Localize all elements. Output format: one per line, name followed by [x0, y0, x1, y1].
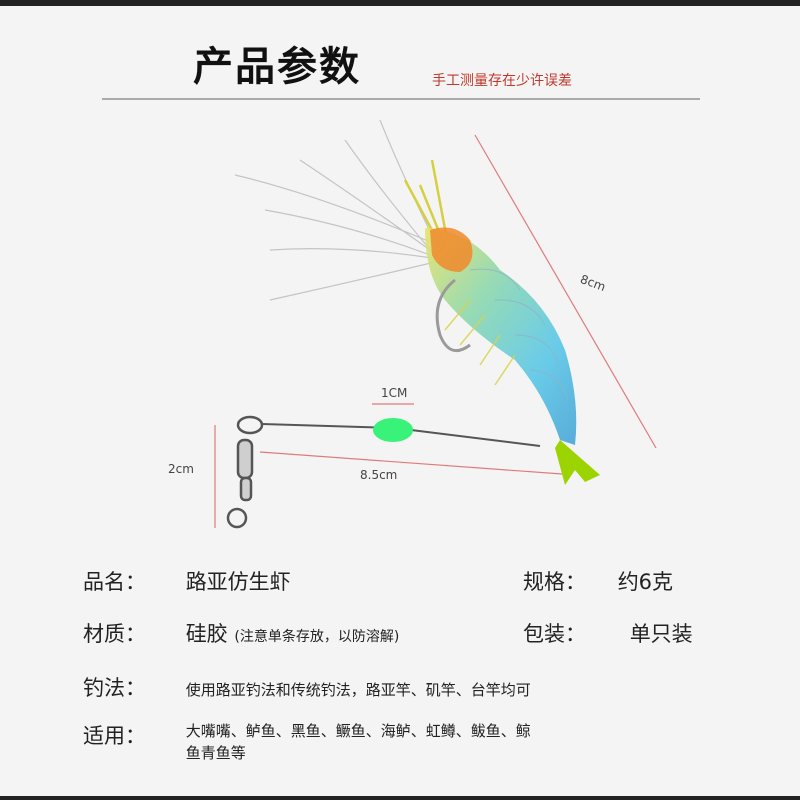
spec-name-row: 品名： 路亚仿生虾: [83, 566, 291, 596]
spec-target-value: 大嘴嘴、鲈鱼、黑鱼、鳜鱼、海鲈、虹鳟、鲅鱼、鲸 鱼青鱼等: [186, 720, 531, 764]
spec-size-key: 规格：: [523, 570, 586, 594]
top-border: [0, 0, 800, 6]
page-title: 产品参数: [193, 44, 361, 90]
spec-target-line-1: 大嘴嘴、鲈鱼、黑鱼、鳜鱼、海鲈、虹鳟、鲅鱼、鲸: [185, 722, 531, 740]
spec-target-line-2: 鱼青鱼等: [185, 744, 246, 762]
spec-size-row: 规格： 约6克: [523, 566, 673, 596]
title-divider: [102, 98, 700, 100]
spec-package-row: 包装： 单只装: [523, 618, 693, 648]
head-spikes: [403, 159, 450, 246]
spec-package-value: 单只装: [629, 622, 693, 646]
spec-target-key: 适用：: [83, 724, 146, 748]
spec-name-key: 品名：: [83, 570, 146, 594]
glow-bead: [373, 418, 413, 442]
shrimp-body: [425, 228, 577, 445]
hook: [435, 278, 471, 353]
spec-material-row: 材质： 硅胶 (注意单条存放，以防溶解): [83, 618, 399, 648]
shrimp-head: [430, 227, 473, 272]
spec-target-row: 适用： 大嘴嘴、鲈鱼、黑鱼、鳜鱼、海鲈、虹鳟、鲅鱼、鲸 鱼青鱼等: [83, 720, 531, 764]
swivel-height-label: 2cm: [168, 462, 194, 476]
measurement-note: 手工测量存在少许误差: [432, 73, 572, 89]
wire-rig: [261, 423, 541, 447]
shrimp-tail: [555, 440, 600, 485]
spec-method-value: 使用路亚钓法和传统钓法，路亚竿、矶竿、台竿均可: [185, 681, 531, 699]
spec-material-note: (注意单条存放，以防溶解): [234, 629, 400, 645]
bottom-border: [0, 796, 800, 800]
spec-name-value: 路亚仿生虾: [185, 570, 291, 594]
spec-material-key: 材质：: [83, 622, 146, 646]
antennae: [234, 119, 441, 301]
rig-dim-line: [259, 451, 563, 475]
spec-material-value: 硅胶: [185, 622, 228, 646]
rig-length-label: 8.5cm: [360, 468, 398, 482]
spec-size-value: 约6克: [617, 570, 674, 594]
bead-size-label: 1CM: [381, 386, 408, 400]
spec-package-key: 包装：: [523, 622, 586, 646]
length-label: 8cm: [578, 271, 608, 295]
swivel: [226, 415, 264, 529]
length-dim-line: [474, 134, 657, 449]
spec-method-row: 钓法： 使用路亚钓法和传统钓法，路亚竿、矶竿、台竿均可: [83, 672, 531, 702]
spec-method-key: 钓法：: [83, 676, 146, 700]
